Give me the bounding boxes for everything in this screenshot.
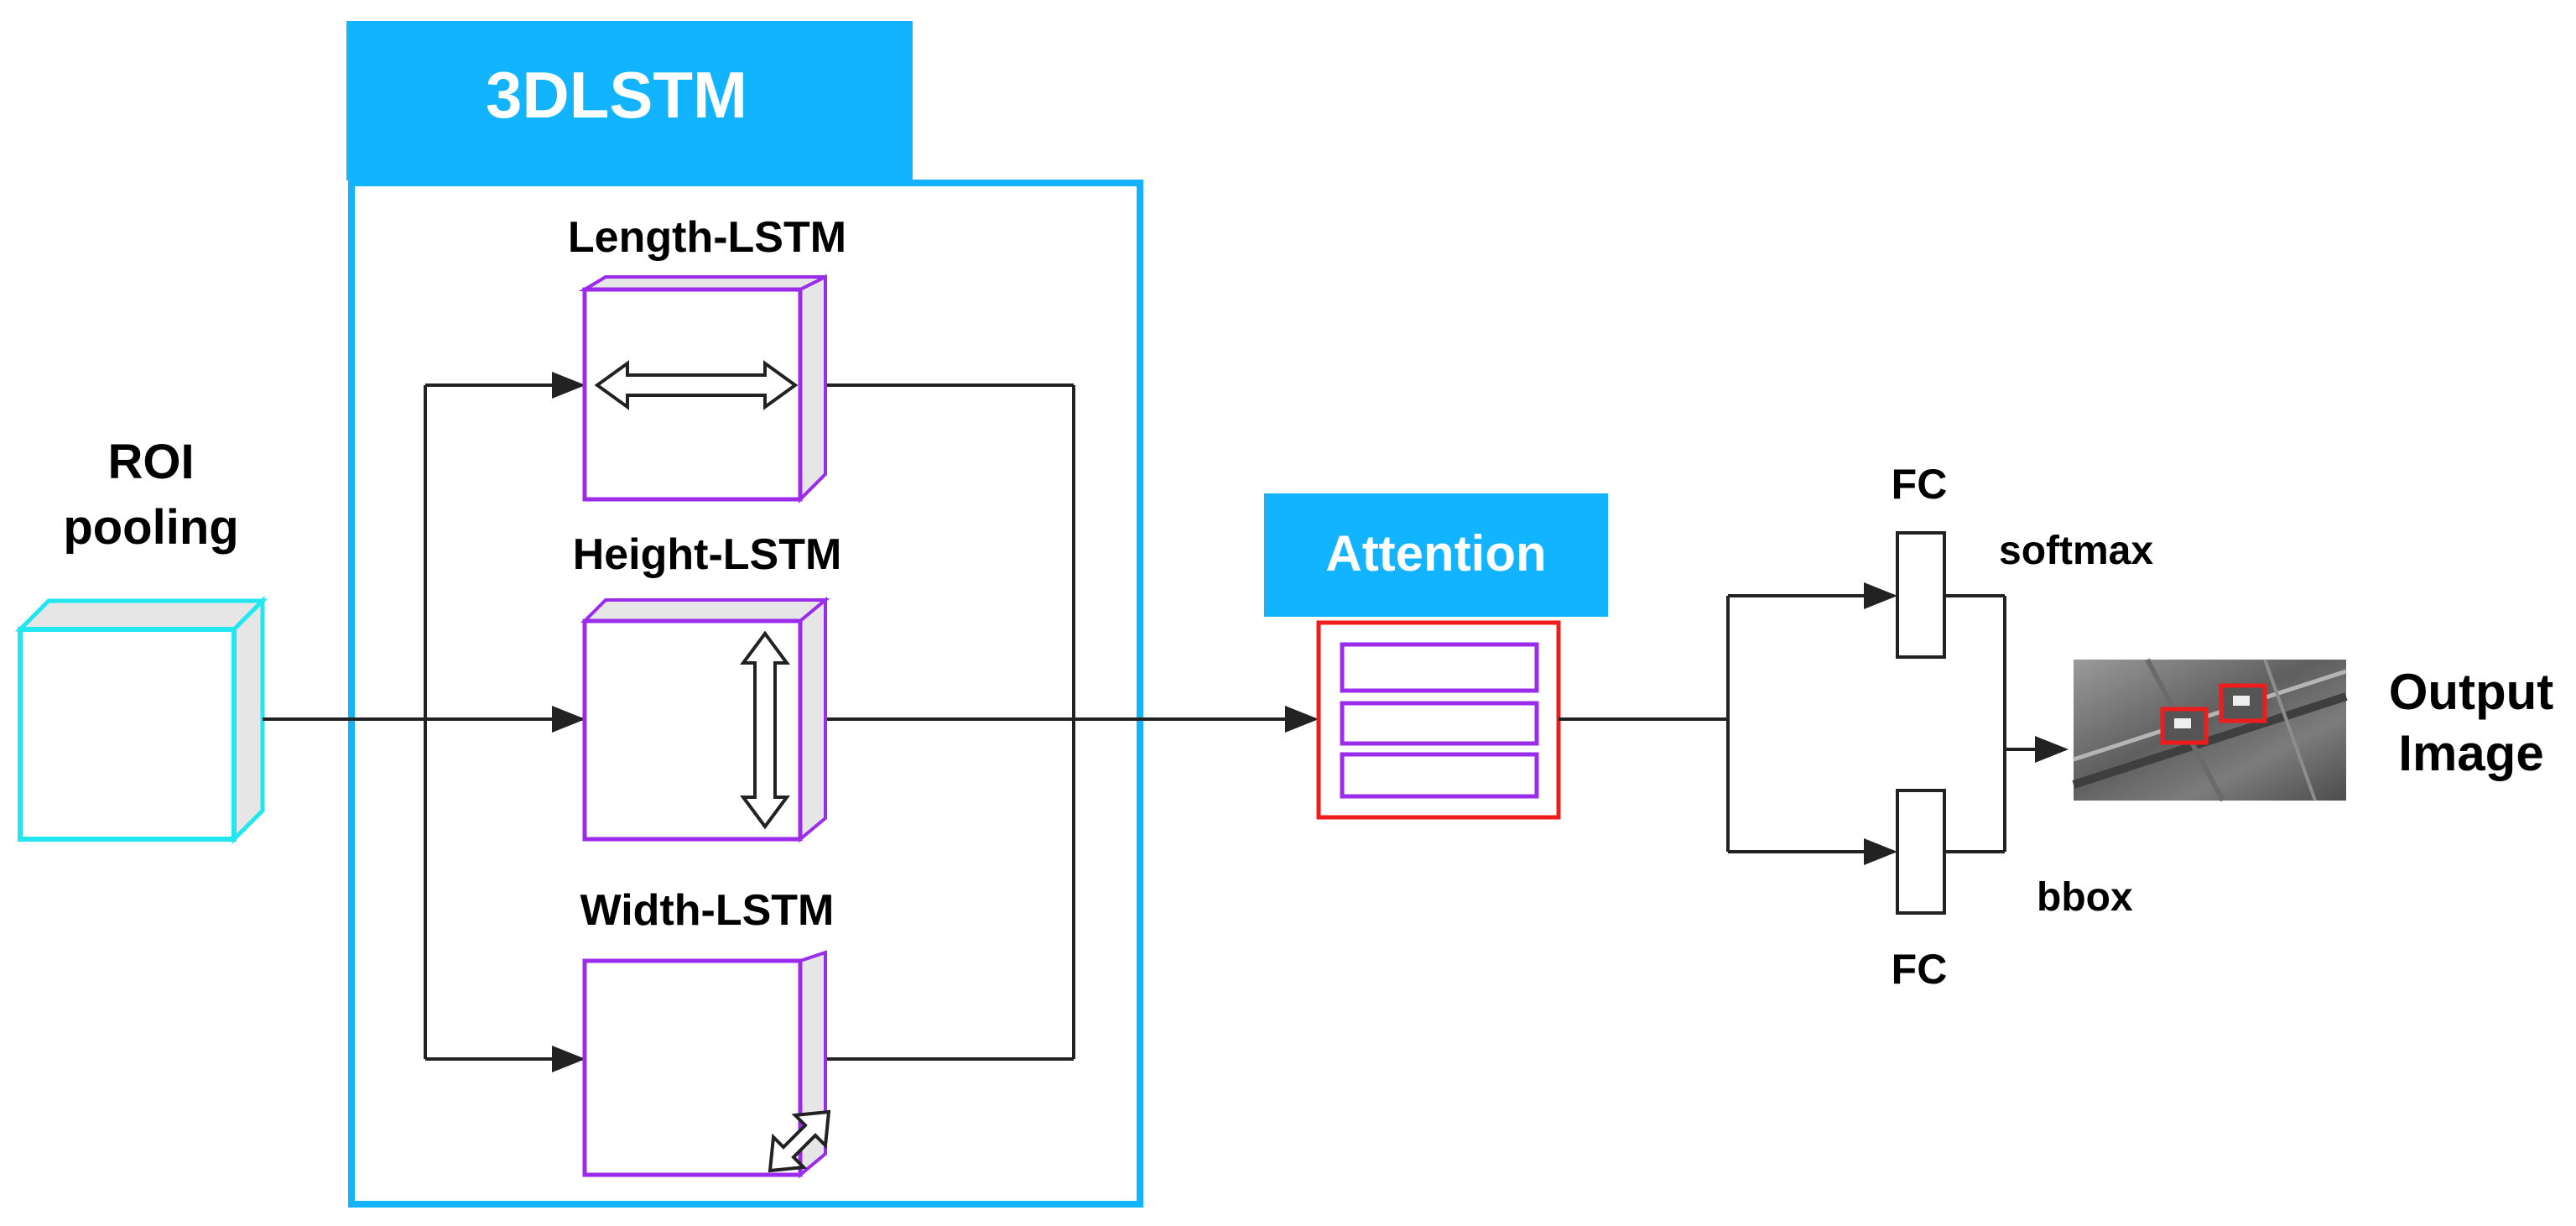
roi-pooling-cube: [14, 595, 268, 845]
roi-label-line1: ROI: [107, 435, 194, 489]
width-lstm-cube: [582, 950, 827, 1179]
output-label-line2: Image: [2398, 725, 2543, 781]
height-lstm-cube: [580, 596, 830, 843]
lstm3d-header: [346, 21, 913, 180]
height-lstm-label: Height-LSTM: [573, 530, 842, 579]
attention-bar-1: [1340, 642, 1539, 693]
fc-bottom-label: FC: [1892, 946, 1948, 993]
diagonal-double-arrow-icon: [768, 1109, 831, 1173]
softmax-label: softmax: [1999, 529, 2153, 573]
width-lstm-label: Width-LSTM: [580, 886, 835, 935]
attention-bar-3: [1340, 752, 1539, 799]
vertical-double-arrow-icon: [740, 630, 790, 830]
attention-bar-2: [1340, 701, 1539, 746]
attention-block: [1316, 620, 1561, 820]
horizontal-double-arrow-icon: [594, 360, 799, 410]
roi-label-line2: pooling: [63, 500, 238, 555]
lstm3d-frame: [348, 180, 1143, 1208]
lstm3d-title: 3DLSTM: [486, 58, 747, 132]
head-connections: [1559, 582, 2069, 865]
output-label-line1: Output: [2389, 664, 2554, 720]
fc-top-block: [1896, 531, 1946, 659]
detection-box-1: [2160, 707, 2209, 745]
input-connections: [263, 372, 1319, 1072]
attention-header: [1264, 493, 1608, 617]
fc-top-label: FC: [1892, 461, 1948, 508]
attention-title: Attention: [1325, 525, 1546, 582]
output-image-thumbnail: [2072, 658, 2348, 802]
length-lstm-label: Length-LSTM: [568, 213, 846, 262]
fc-bottom-block: [1896, 789, 1946, 915]
bbox-label: bbox: [2037, 875, 2133, 920]
